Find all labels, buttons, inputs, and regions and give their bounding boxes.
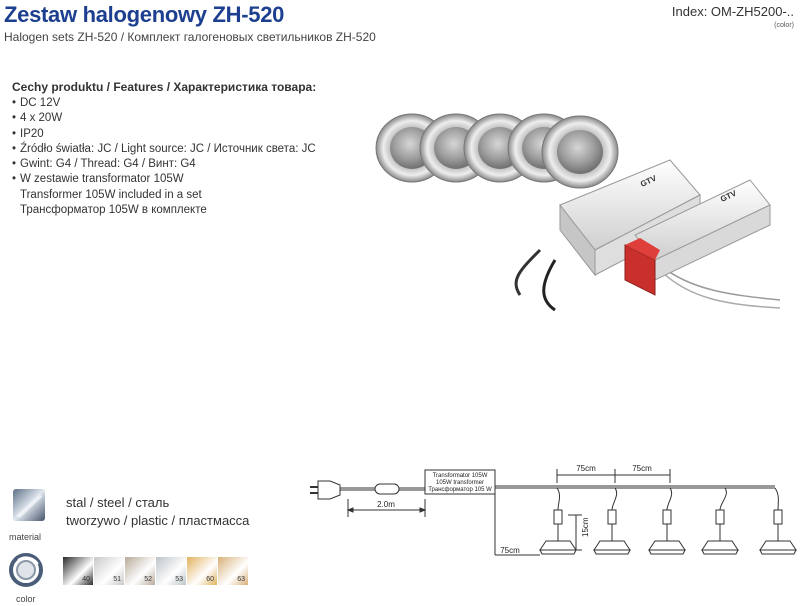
feature-item: Gwint: G4 / Thread: G4 / Винт: G4 (12, 157, 316, 173)
cable-length-label: 2.0m (377, 500, 395, 509)
material-text: stal / steel / сталь tworzywo / plastic … (66, 494, 249, 530)
feature-item: 4 x 20W (12, 111, 316, 127)
features-heading: Cechy produktu / Features / Характеристи… (12, 80, 317, 94)
color-icon (9, 553, 43, 587)
features-list: DC 12V 4 x 20W IP20 Źródło światła: JC /… (12, 96, 316, 218)
color-swatches: 40 51 52 53 60 63 (63, 557, 249, 585)
product-index: Index: OM-ZH5200-.. (671, 4, 794, 19)
feature-item: DC 12V (12, 96, 316, 112)
feature-item-continuation: Transformer 105W included in a set (20, 188, 202, 201)
swatch-code: 63 (237, 576, 245, 583)
color-swatch: 53 (156, 557, 186, 585)
product-index-note: (color) (774, 22, 794, 29)
transformer-label: Трансформатор 105 W (428, 487, 492, 493)
material-label: material (9, 532, 42, 542)
material-line: tworzywo / plastic / пластмасса (66, 513, 250, 528)
color-swatch: 63 (218, 557, 248, 585)
color-swatch: 40 (63, 557, 93, 585)
drop-length-label: 75cm (500, 546, 520, 555)
material-icon (13, 489, 45, 521)
swatch-code: 40 (82, 576, 90, 583)
color-label: color (16, 594, 36, 604)
color-swatch: 60 (187, 557, 217, 585)
vertical-length-label: 15cm (581, 517, 590, 537)
halogen-lamp (541, 115, 619, 189)
transformer-label: Transformator 105W (433, 473, 488, 479)
wiring-diagram: Transformator 105W 105W transformer Тран… (310, 464, 797, 556)
color-swatch: 52 (125, 557, 155, 585)
page-title: Zestaw halogenowy ZH-520 (4, 2, 285, 27)
swatch-code: 60 (206, 576, 214, 583)
transformer-red: GTV (624, 179, 771, 296)
feature-item: Źródło światła: JC / Light source: JC / … (12, 142, 316, 158)
swatch-code: 52 (144, 576, 152, 583)
color-swatch: 51 (94, 557, 124, 585)
spacing-label: 75cm (632, 464, 652, 473)
feature-item: IP20 (12, 127, 316, 143)
swatch-code: 53 (175, 576, 183, 583)
spacing-label: 75cm (576, 464, 596, 473)
feature-item: W zestawie transformator 105W (12, 172, 316, 188)
swatch-code: 51 (113, 576, 121, 583)
product-image: GTV GTV (375, 113, 781, 312)
feature-item-continuation: Трансформатор 105W в комплекте (20, 204, 207, 217)
page-subtitle: Halogen sets ZH-520 / Комплект галогенов… (4, 30, 376, 44)
material-line: stal / steel / сталь (66, 495, 170, 510)
transformer-label: 105W transformer (436, 480, 484, 486)
